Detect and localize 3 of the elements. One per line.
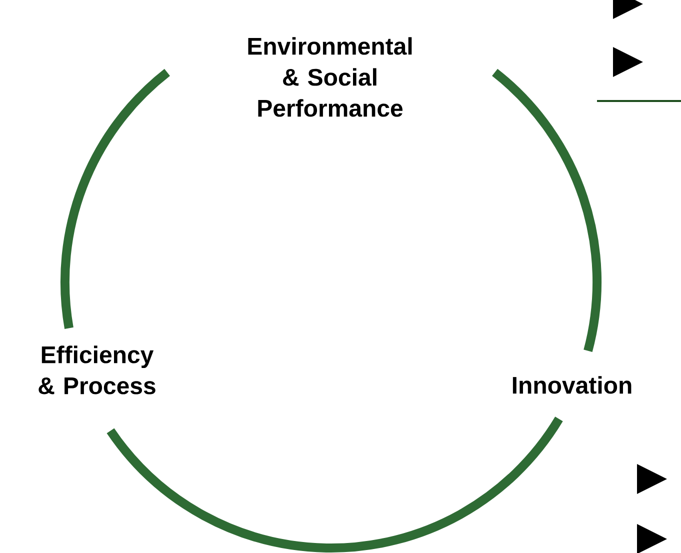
cycle-label: Efficiency & Process: [38, 346, 156, 394]
cycle-label: Environmental & Social Performance: [248, 37, 412, 117]
cycle-label: Innovation: [512, 376, 632, 394]
